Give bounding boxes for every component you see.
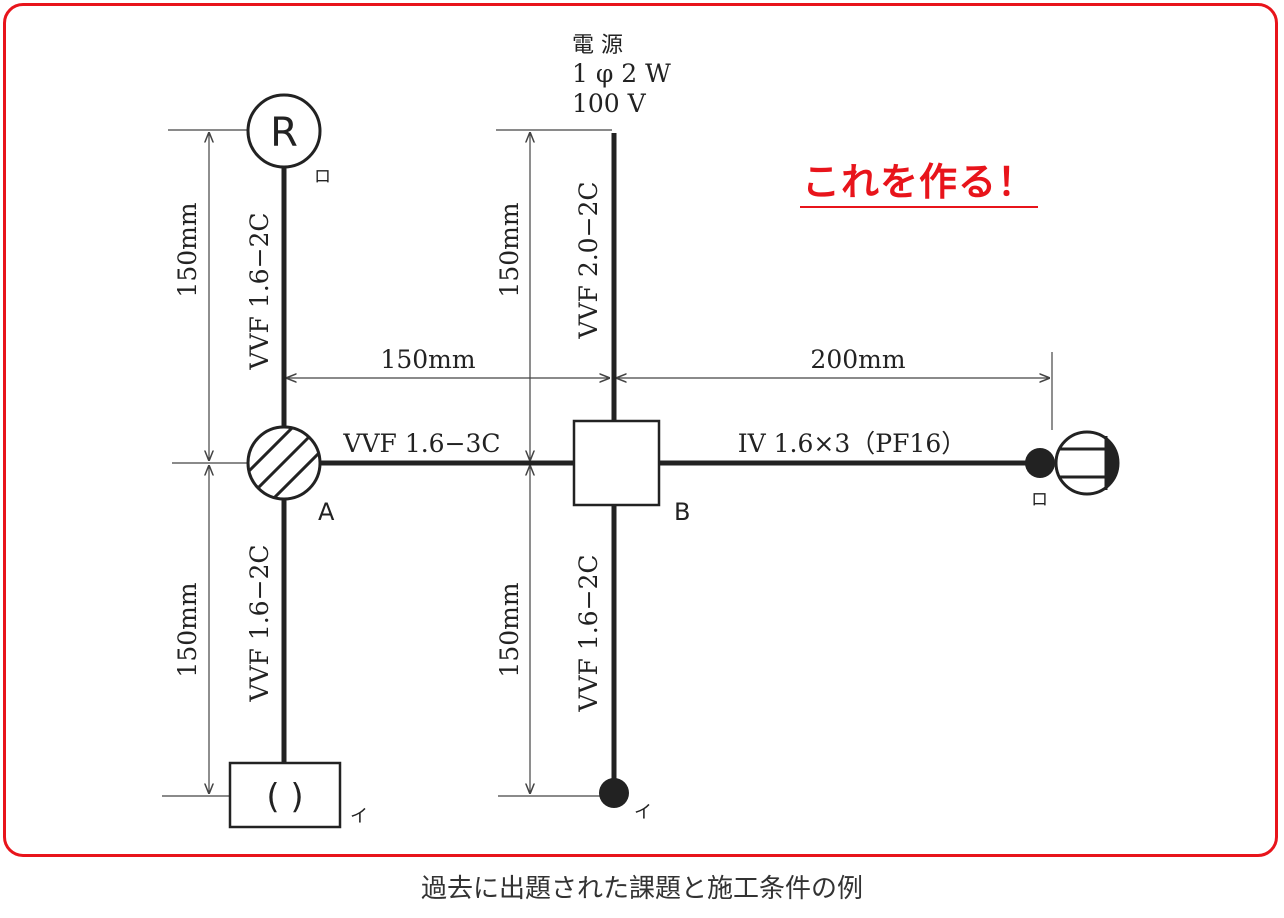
switch-top-label: ロ: [314, 167, 331, 187]
hatched-junction-a-icon: [246, 425, 322, 501]
cable-label-b-down: VVF 1.6−2C: [574, 554, 603, 712]
cable-label-source: VVF 2.0−2C: [574, 181, 603, 339]
cable-label-a-down: VVF 1.6−2C: [245, 544, 274, 702]
lamp-holder-symbol: ( ): [266, 777, 303, 817]
power-source-label: 電 源 1 φ 2 W 100 V: [572, 33, 671, 118]
power-source-line2: 1 φ 2 W: [572, 59, 671, 88]
dimension-center-upper: 150mm: [495, 202, 524, 297]
switch-right-label: ロ: [1031, 490, 1048, 510]
caption: 過去に出題された課題と施工条件の例: [420, 874, 863, 904]
junction-box-b-icon: [572, 419, 661, 507]
switch-dot-icon: [1025, 448, 1055, 478]
cable-label-a-up: VVF 1.6−2C: [245, 212, 274, 370]
power-source-line3: 100 V: [572, 89, 647, 118]
dimension-left-upper: 150mm: [173, 202, 202, 297]
lamp-holder-icon: ( ): [228, 761, 342, 829]
cable-label-a-to-b: VVF 1.6−3C: [342, 429, 500, 458]
extension-lines: [162, 129, 1053, 797]
dimension-b-to-right: 200mm: [810, 345, 905, 374]
lamp-bottom-label: イ: [350, 806, 368, 827]
headline: これを作る！: [800, 160, 1039, 208]
switch-bottom-label: イ: [634, 802, 652, 823]
switch-dot-icon: [599, 778, 629, 808]
dimension-center-lower: 150mm: [495, 582, 524, 677]
cables: [281, 133, 1030, 786]
dimension-a-to-b: 150mm: [380, 345, 475, 374]
box-b-label: B: [674, 498, 690, 526]
receptacle-symbol: R: [270, 110, 298, 156]
box-a-label: A: [318, 498, 335, 526]
dimension-lines: [209, 133, 1049, 793]
dimension-left-lower: 150mm: [173, 582, 202, 677]
cable-label-b-right: IV 1.6×3（PF16）: [738, 429, 966, 458]
power-source-line1: 電 源: [572, 33, 623, 58]
pilot-lamp-icon: [1054, 430, 1120, 496]
receptacle-r-icon: R: [246, 93, 322, 169]
